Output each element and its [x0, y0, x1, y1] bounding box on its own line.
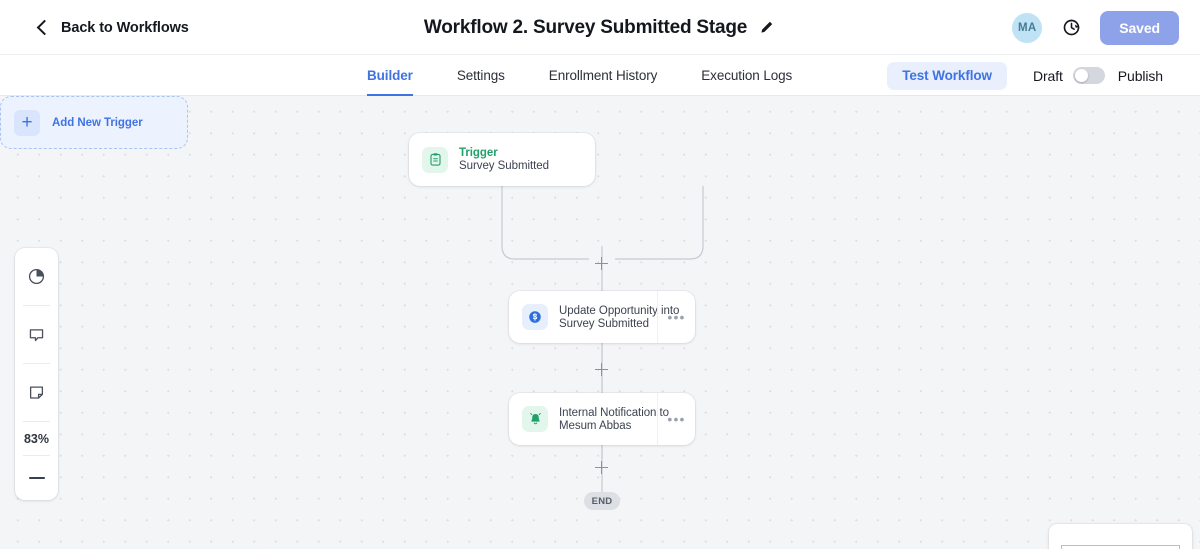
toggle-knob	[1074, 69, 1088, 82]
workflow-canvas[interactable]: Trigger Survey Submitted + Add New Trigg…	[0, 96, 1200, 549]
pie-chart-icon[interactable]	[15, 248, 58, 305]
test-workflow-button[interactable]: Test Workflow	[887, 61, 1007, 90]
toolbar-divider	[23, 421, 50, 422]
draft-label: Draft	[1032, 67, 1063, 84]
node-trigger-title: Trigger	[459, 147, 498, 159]
tab-list: Builder Settings Enrollment History Exec…	[367, 55, 792, 96]
clipboard-icon	[422, 146, 448, 173]
dollar-circle-icon	[522, 304, 548, 330]
zoom-out-button[interactable]	[15, 456, 58, 500]
save-button[interactable]: Saved	[1100, 10, 1179, 45]
node-trigger-subtitle: Survey Submitted	[459, 160, 549, 172]
node-update-opportunity-line1: Update Opportunity into	[559, 304, 680, 317]
draft-publish-toggle[interactable]	[1072, 67, 1105, 84]
node-update-opportunity[interactable]: Update Opportunity into Survey Submitted…	[509, 291, 695, 343]
node-trigger[interactable]: Trigger Survey Submitted	[409, 133, 595, 186]
toolbar-divider	[23, 455, 50, 456]
back-to-workflows-link[interactable]: Back to Workflows	[36, 0, 189, 55]
add-new-trigger-label: Add New Trigger	[52, 116, 143, 129]
clock-history-icon[interactable]	[1059, 16, 1083, 40]
sticky-note-icon[interactable]	[15, 364, 58, 421]
add-step-plus-icon-1[interactable]	[593, 255, 610, 272]
node-update-opportunity-line2: Survey Submitted	[559, 317, 649, 330]
workflow-title-suffix: Stage	[696, 16, 748, 38]
more-horizontal-icon[interactable]: •••	[657, 393, 695, 445]
toolbar-divider	[23, 363, 50, 364]
publish-label: Publish	[1117, 67, 1163, 84]
zoom-level-label: 83%	[23, 431, 50, 446]
toolbar-divider	[23, 305, 50, 306]
add-step-plus-icon-3[interactable]	[593, 459, 610, 476]
avatar[interactable]: MA	[1012, 12, 1043, 43]
comment-bubble-icon[interactable]	[15, 306, 58, 363]
add-step-plus-icon-2[interactable]	[593, 361, 610, 378]
node-update-opportunity-texts: Update Opportunity into Survey Submitted	[559, 305, 679, 330]
minimap-viewport[interactable]	[1061, 545, 1180, 549]
top-bar: Back to Workflows Workflow 2. Survey Sub…	[0, 0, 1200, 55]
canvas-minimap[interactable]	[1049, 524, 1192, 549]
avatar-initials: MA	[1018, 21, 1037, 34]
minus-icon	[28, 477, 45, 479]
node-internal-notification[interactable]: Internal Notification to Mesum Abbas •••	[509, 393, 695, 445]
node-trigger-texts: Trigger Survey Submitted	[459, 147, 549, 172]
tab-enrollment-history[interactable]: Enrollment History	[548, 68, 658, 83]
tab-builder[interactable]: Builder	[367, 55, 413, 96]
canvas-toolbar: 83%	[15, 248, 58, 500]
chevron-left-icon	[36, 21, 49, 34]
pencil-icon[interactable]	[756, 18, 776, 38]
bell-icon	[522, 406, 548, 432]
node-internal-notification-line1: Internal Notification to	[559, 406, 670, 419]
add-new-trigger-button[interactable]: + Add New Trigger	[0, 96, 188, 149]
workflow-title-main: Workflow 2. Survey Submitted	[423, 16, 692, 38]
node-internal-notification-line2: Mesum Abbas	[559, 419, 632, 432]
back-to-workflows-label: Back to Workflows	[61, 19, 189, 36]
tab-execution-logs[interactable]: Execution Logs	[701, 68, 793, 83]
tab-bar: Builder Settings Enrollment History Exec…	[0, 55, 1200, 96]
node-internal-notification-texts: Internal Notification to Mesum Abbas	[559, 407, 669, 432]
tab-settings[interactable]: Settings	[456, 68, 505, 83]
more-horizontal-icon[interactable]: •••	[657, 291, 695, 343]
plus-icon: +	[14, 109, 40, 136]
tab-bar-actions: Test Workflow Draft Publish	[887, 55, 1163, 96]
end-badge: END	[584, 492, 620, 510]
top-bar-actions: MA Saved	[1012, 0, 1179, 55]
